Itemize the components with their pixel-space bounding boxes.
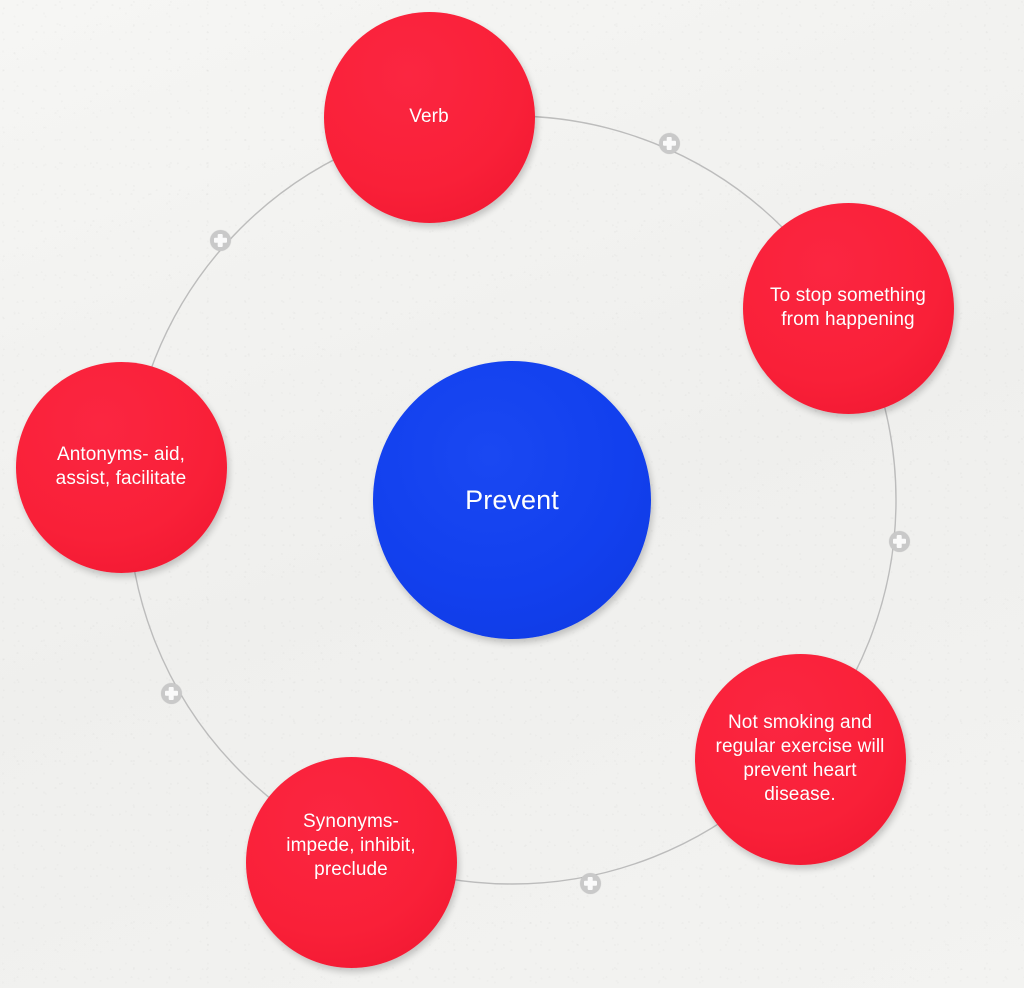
connector-plus-icon-antonyms-synonyms[interactable] bbox=[160, 682, 182, 704]
connector-plus-icon-definition-example[interactable] bbox=[888, 530, 910, 552]
connector-plus-icon-synonyms-example[interactable] bbox=[579, 872, 601, 894]
node-antonyms-label: Antonyms- aid, assist, facilitate bbox=[55, 444, 187, 489]
node-example-label: Not smoking and regular exercise will pr… bbox=[715, 712, 885, 805]
node-definition[interactable]: To stop something from happening bbox=[742, 202, 954, 414]
node-verb[interactable]: Verb bbox=[323, 11, 535, 223]
node-antonyms[interactable]: Antonyms- aid, assist, facilitate bbox=[15, 361, 227, 573]
node-synonyms[interactable]: Synonyms- impede, inhibit, preclude bbox=[245, 756, 457, 968]
node-verb-label: Verb bbox=[409, 106, 449, 128]
node-example[interactable]: Not smoking and regular exercise will pr… bbox=[694, 653, 906, 865]
connector-plus-icon-antonyms-verb[interactable] bbox=[209, 229, 231, 251]
connector-plus-icon-verb-definition[interactable] bbox=[658, 132, 680, 154]
node-center-label: Prevent bbox=[465, 484, 559, 515]
node-center-prevent[interactable]: Prevent bbox=[373, 361, 651, 639]
node-definition-label: To stop something from happening bbox=[770, 285, 926, 330]
node-synonyms-label: Synonyms- impede, inhibit, preclude bbox=[286, 811, 416, 880]
